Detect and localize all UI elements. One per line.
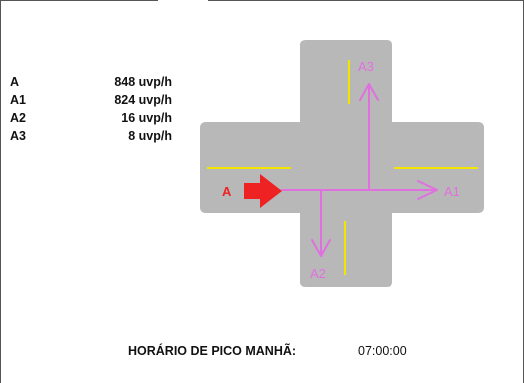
flow-arrow-east-head (417, 180, 438, 200)
flow-name: A (10, 75, 20, 89)
flow-value: 16 uvp/h (121, 111, 172, 125)
flow-row: A 848 uvp/h (10, 75, 172, 93)
label-south: A2 (310, 266, 326, 281)
peak-period-label: HORÁRIO DE PICO MANHÃ: (128, 344, 297, 358)
approach-arrow (244, 174, 282, 208)
flow-row: A2 16 uvp/h (10, 111, 172, 129)
flow-row: A3 8 uvp/h (10, 129, 172, 147)
flow-value: 848 uvp/h (114, 75, 172, 89)
frame-top-right-line (208, 0, 524, 1)
approach-label: A (222, 184, 232, 199)
road-cross-shape (200, 40, 484, 287)
flow-row: A1 824 uvp/h (10, 93, 172, 111)
road-intersection (200, 40, 484, 287)
flow-value: 8 uvp/h (128, 129, 172, 143)
flow-arrow-north-head (359, 83, 379, 101)
lane-markings (207, 60, 478, 275)
flow-arrow-south-head (311, 239, 331, 257)
label-east: A1 (444, 184, 460, 199)
label-north: A3 (358, 59, 374, 74)
flow-table: A 848 uvp/h A1 824 uvp/h A2 16 uvp/h A3 … (10, 75, 172, 147)
flow-name: A2 (10, 111, 26, 125)
frame-top-left-line (0, 0, 158, 1)
flow-value: 824 uvp/h (114, 93, 172, 107)
frame-left-line (0, 0, 1, 383)
flow-name: A3 (10, 129, 26, 143)
peak-period-time: 07:00:00 (358, 344, 407, 358)
flow-name: A1 (10, 93, 26, 107)
flow-arrows (281, 83, 438, 257)
